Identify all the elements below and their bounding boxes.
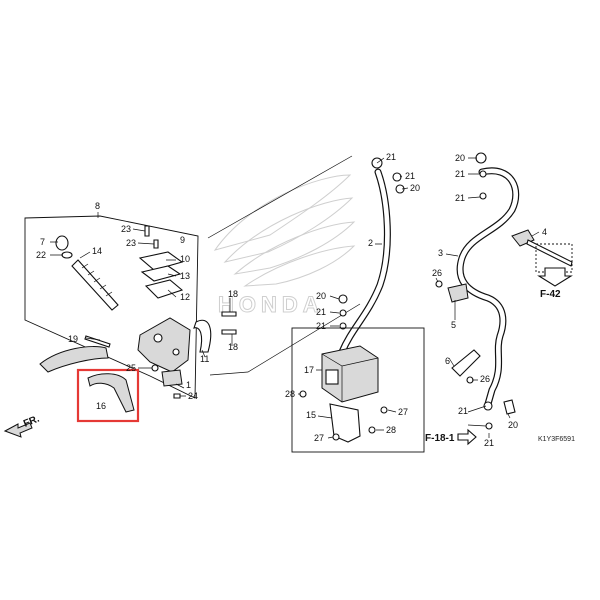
callout: 24 <box>188 391 198 401</box>
callout: 18 <box>228 289 238 299</box>
callout: 3 <box>438 248 443 258</box>
ref-arrow-f18-1 <box>457 428 477 446</box>
part-body-9 <box>137 317 191 373</box>
callout: 18 <box>228 342 238 352</box>
abs-modulator-group <box>291 157 425 453</box>
callout: 23 <box>121 224 131 234</box>
callout: 28 <box>285 389 295 399</box>
part-circlip-22 <box>61 251 73 259</box>
ref-box-f42 <box>535 243 573 273</box>
callout: 19 <box>68 334 78 344</box>
callout: 12 <box>180 292 190 302</box>
part-stay-6 <box>451 349 481 377</box>
rear-hose-group: F-42 F-18-1 <box>425 152 573 446</box>
callout: 27 <box>314 433 324 443</box>
ref-f18-1: F-18-1 <box>425 433 455 444</box>
part-bolt-19 <box>84 335 111 348</box>
callout: 20 <box>455 153 465 163</box>
part-screw-23a <box>144 225 150 237</box>
front-direction-arrow: FR. <box>3 413 41 438</box>
part-bracket-15 <box>329 403 361 443</box>
part-cap-10 <box>138 251 184 271</box>
part-nut-25 <box>151 364 159 372</box>
part-lever-16 <box>39 346 109 373</box>
callout: 7 <box>40 237 45 247</box>
part-bolt-18b <box>221 329 237 335</box>
callout: 26 <box>432 268 442 278</box>
callout: 11 <box>200 354 209 364</box>
callout: 21 <box>458 406 468 416</box>
callout: 14 <box>92 246 102 256</box>
callout: 28 <box>386 425 396 435</box>
part-holder-11 <box>193 319 212 353</box>
callout: 21 <box>405 171 415 181</box>
part-piston-14 <box>71 259 119 311</box>
part-bolt-20-top <box>475 152 487 164</box>
part-bolt-20-bottom <box>503 399 516 415</box>
callout: 17 <box>304 365 314 375</box>
callout: 5 <box>451 320 456 330</box>
callout: 6 <box>445 356 450 366</box>
part-bolt-18a <box>221 311 237 317</box>
part-hose-2 <box>338 168 391 356</box>
part-screw-24 <box>173 393 181 399</box>
ref-arrow-f42 <box>537 267 573 287</box>
callout: 20 <box>508 420 518 430</box>
callout: 1 <box>186 380 191 390</box>
callout-labels: 8 7 22 14 23 23 9 10 13 12 19 25 16 1 24… <box>36 152 547 448</box>
part-bolt-28a <box>299 390 307 398</box>
callout: 25 <box>126 363 136 373</box>
part-screw-23b <box>153 239 159 249</box>
callout: 21 <box>316 321 326 331</box>
part-lever-16-blade <box>87 373 135 413</box>
part-switch-1 <box>161 369 183 387</box>
callout: 23 <box>126 238 136 248</box>
callout: 9 <box>180 235 185 245</box>
callout: 27 <box>398 407 408 417</box>
callout: 21 <box>484 438 494 448</box>
part-bolt-27b <box>332 433 340 441</box>
part-clamp-5 <box>447 283 469 303</box>
modulator-box <box>291 327 425 453</box>
part-diaphragm-12 <box>144 279 184 299</box>
callout: 26 <box>480 374 490 384</box>
callout: 15 <box>306 410 316 420</box>
ref-f42: F-42 <box>540 289 561 300</box>
callout: 4 <box>542 227 547 237</box>
kit-bracket-8 <box>24 215 199 399</box>
master-cylinder-group <box>24 155 361 423</box>
highlight-box-16 <box>76 368 140 423</box>
callout: 2 <box>368 238 373 248</box>
callout: 21 <box>316 307 326 317</box>
callout: 10 <box>180 254 190 264</box>
callout: 13 <box>180 271 190 281</box>
direction-label: FR. <box>22 413 41 429</box>
diagram-code: K1Y3F6591 <box>538 436 575 443</box>
callout: 21 <box>386 152 396 162</box>
part-modulator-17 <box>321 345 379 403</box>
callout: 16 <box>96 401 106 411</box>
part-bolt-28b <box>368 426 376 434</box>
callout: 21 <box>455 193 465 203</box>
part-boot-7 <box>55 235 69 251</box>
part-plate-13 <box>140 265 182 282</box>
callout: 22 <box>36 250 46 260</box>
callout: 21 <box>455 169 465 179</box>
callout: 8 <box>95 201 100 211</box>
part-bolt-27a <box>380 406 388 414</box>
part-bolt-26a <box>435 280 443 288</box>
callout: 20 <box>410 183 420 193</box>
callout: 20 <box>316 291 326 301</box>
